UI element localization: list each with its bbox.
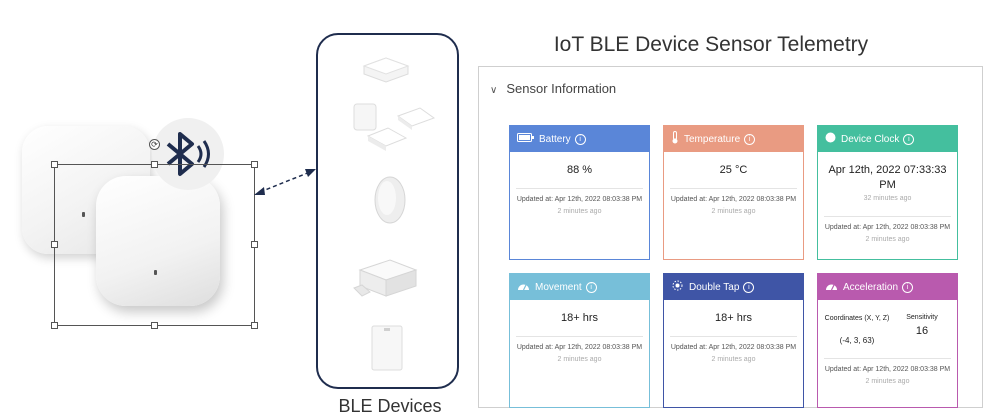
updated-ago: 2 minutes ago	[865, 378, 910, 385]
info-icon[interactable]: i	[574, 133, 586, 145]
updated-ago: 2 minutes ago	[557, 208, 602, 215]
update-info: Updated at: Apr 12th, 2022 08:03:38 PM 2…	[516, 336, 643, 365]
update-info: Updated at: Apr 12th, 2022 08:03:38 PM 2…	[670, 188, 797, 217]
coordinates-value: (-4, 3, 63)	[839, 336, 875, 345]
updated-ago: 2 minutes ago	[557, 356, 602, 363]
temperature-value: 25 °C	[719, 164, 748, 176]
ble-devices-panel	[316, 33, 459, 389]
update-info: Updated at: Apr 12th, 2022 08:03:38 PM 2…	[824, 358, 951, 387]
info-icon[interactable]: i	[903, 133, 915, 145]
section-header[interactable]: ∨ Sensor Information	[490, 81, 616, 96]
update-info: Updated at: Apr 12th, 2022 08:03:38 PM 2…	[670, 336, 797, 365]
update-info: Updated at: Apr 12th, 2022 08:03:38 PM 2…	[516, 188, 643, 217]
card-header: Double Tap i	[664, 274, 803, 300]
resize-handle[interactable]	[51, 322, 58, 329]
page-title: IoT BLE Device Sensor Telemetry	[553, 33, 869, 56]
device-clock-relative: 32 minutes ago	[863, 195, 912, 202]
resize-handle[interactable]	[251, 241, 258, 248]
card-title: Battery	[539, 133, 571, 145]
updated-ago: 2 minutes ago	[865, 236, 910, 243]
coordinates-label: Coordinates (X, Y, Z)	[824, 315, 890, 322]
resize-handle[interactable]	[251, 161, 258, 168]
sensor-device-front	[96, 176, 220, 306]
card-header: Temperature i	[664, 126, 803, 152]
updated-ago: 2 minutes ago	[711, 356, 756, 363]
movement-value: 18+ hrs	[561, 312, 598, 324]
updated-at: Updated at: Apr 12th, 2022 08:03:38 PM	[824, 224, 951, 231]
ble-device-puck	[374, 176, 406, 224]
battery-card: Battery i 88 % Updated at: Apr 12th, 202…	[509, 125, 650, 260]
ble-devices-label: BLE Devices	[338, 396, 442, 416]
resize-handle[interactable]	[51, 161, 58, 168]
info-icon[interactable]: i	[744, 133, 756, 145]
rotate-handle[interactable]: ⟳	[149, 139, 160, 150]
tap-icon	[671, 280, 684, 294]
update-info: Updated at: Apr 12th, 2022 08:03:38 PM 2…	[824, 216, 951, 245]
movement-card: Movement i 18+ hrs Updated at: Apr 12th,…	[509, 273, 650, 408]
card-title: Temperature	[684, 133, 741, 145]
card-title: Movement	[535, 281, 582, 293]
battery-icon	[517, 133, 534, 145]
acceleration-card: Acceleration i Coordinates (X, Y, Z) (-4…	[817, 273, 958, 408]
info-icon[interactable]: i	[585, 281, 597, 293]
chevron-down-icon[interactable]: ∨	[490, 85, 498, 96]
updated-at: Updated at: Apr 12th, 2022 08:03:38 PM	[516, 196, 643, 203]
device-clock-value: Apr 12th, 2022 07:33:33 PM	[828, 164, 947, 191]
device-clock-card: Device Clock i Apr 12th, 2022 07:33:33 P…	[817, 125, 958, 260]
ble-device-tags	[353, 103, 436, 151]
card-title: Acceleration	[843, 281, 899, 293]
temperature-card: Temperature i 25 °C Updated at: Apr 12th…	[663, 125, 804, 260]
card-title: Device Clock	[841, 133, 900, 145]
ble-device-badge	[371, 325, 403, 371]
card-header: Movement i	[510, 274, 649, 300]
resize-handle[interactable]	[51, 241, 58, 248]
updated-at: Updated at: Apr 12th, 2022 08:03:38 PM	[516, 344, 643, 351]
resize-handle[interactable]	[151, 322, 158, 329]
thermometer-icon	[671, 131, 679, 147]
info-icon[interactable]: i	[902, 281, 914, 293]
section-label: Sensor Information	[506, 81, 617, 96]
connection-arrow	[254, 169, 316, 195]
updated-at: Updated at: Apr 12th, 2022 08:03:38 PM	[824, 366, 951, 373]
device-led	[82, 212, 85, 217]
battery-value: 88 %	[566, 164, 593, 176]
sensitivity-value: 16	[915, 325, 929, 337]
ble-device-enclosure	[353, 259, 418, 297]
sensitivity-label: Sensitivity	[906, 314, 938, 321]
device-led	[154, 270, 157, 275]
ble-device-hub	[362, 57, 410, 83]
resize-handle[interactable]	[151, 161, 158, 168]
card-title: Double Tap	[689, 281, 740, 293]
updated-ago: 2 minutes ago	[711, 208, 756, 215]
double-tap-value: 18+ hrs	[715, 312, 752, 324]
gauge-icon	[825, 281, 838, 294]
info-icon[interactable]: i	[743, 281, 755, 293]
gauge-icon	[517, 281, 530, 294]
updated-at: Updated at: Apr 12th, 2022 08:03:38 PM	[670, 196, 797, 203]
card-header: Battery i	[510, 126, 649, 152]
updated-at: Updated at: Apr 12th, 2022 08:03:38 PM	[670, 344, 797, 351]
double-tap-card: Double Tap i 18+ hrs Updated at: Apr 12t…	[663, 273, 804, 408]
card-header: Acceleration i	[818, 274, 957, 300]
resize-handle[interactable]	[251, 322, 258, 329]
selection-box[interactable]	[54, 164, 255, 326]
clock-icon	[825, 132, 836, 146]
card-header: Device Clock i	[818, 126, 957, 152]
